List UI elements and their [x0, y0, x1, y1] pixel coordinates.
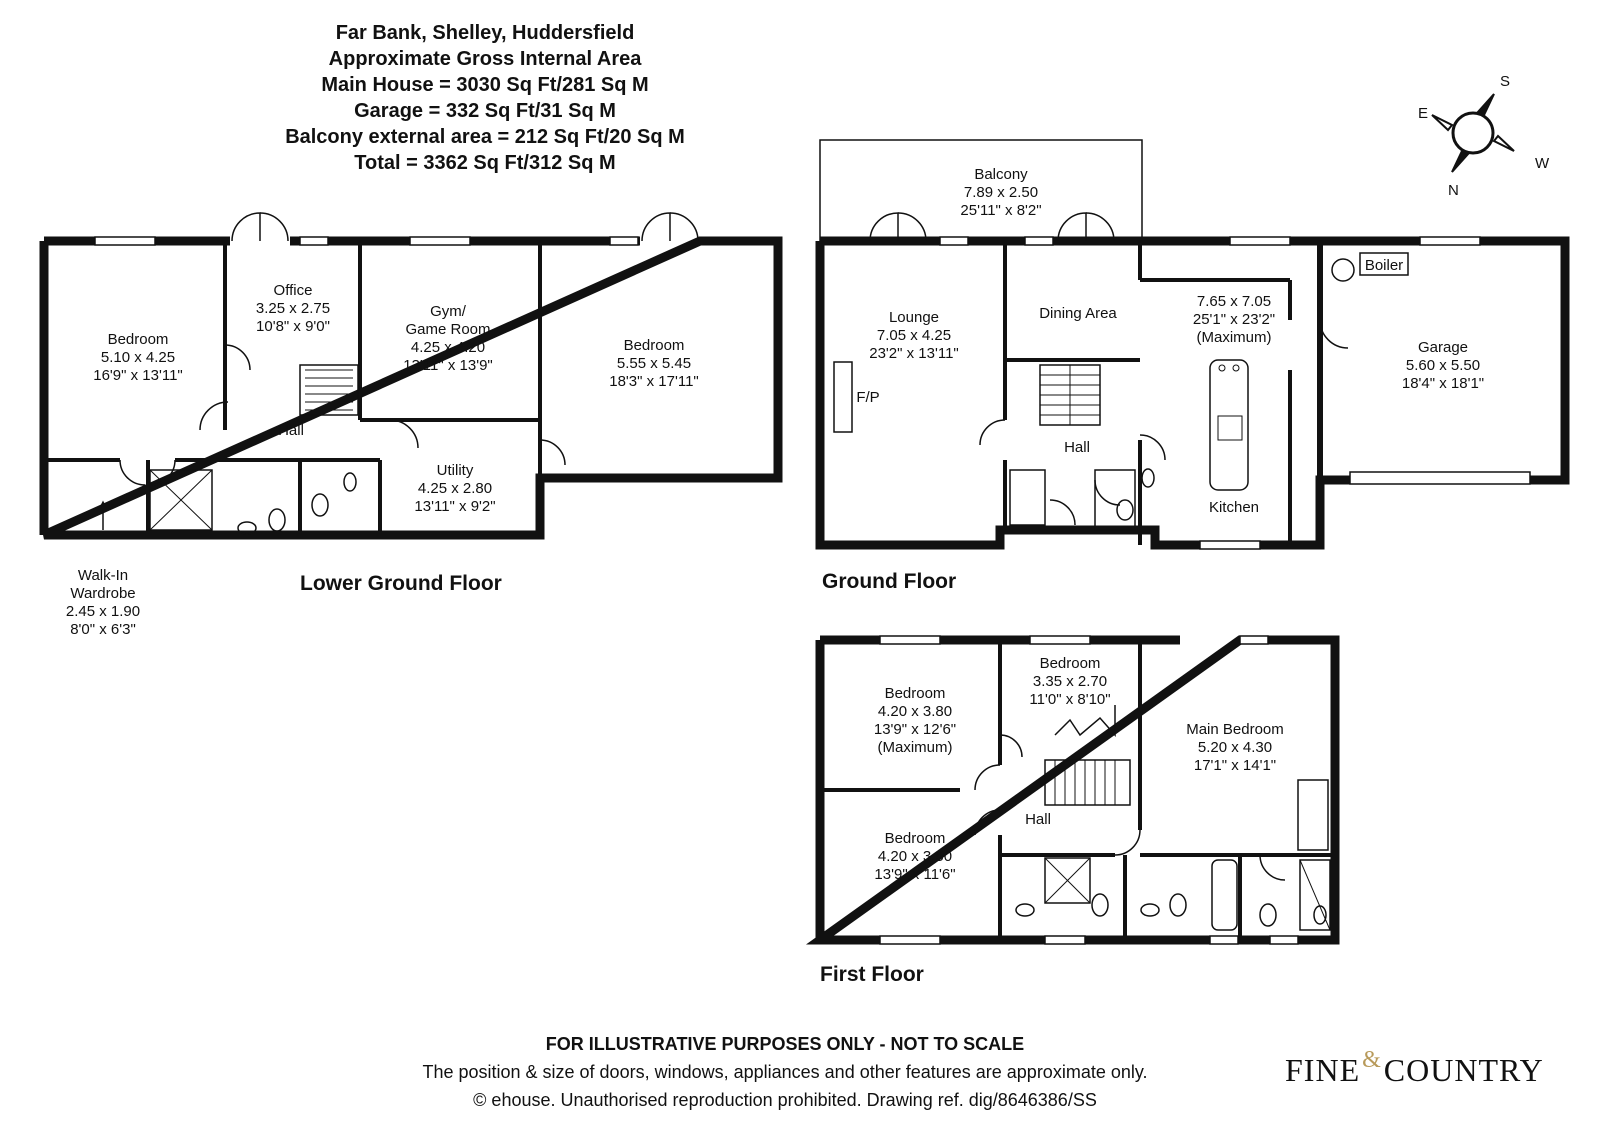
room-label: Bedroom: [624, 337, 685, 354]
room-dims: 5.10 x 4.25: [101, 349, 175, 366]
room-label: Balcony: [974, 166, 1028, 183]
room-dims: 3.35 x 2.70: [1033, 673, 1107, 690]
room-label: Utility: [437, 462, 474, 479]
fine-country-logo: FINE&COUNTRY: [1285, 1047, 1544, 1089]
room-label: Gym/: [430, 303, 467, 320]
room-label: Kitchen: [1209, 499, 1259, 516]
copyright-text: © ehouse. Unauthorised reproduction proh…: [473, 1090, 1097, 1110]
room-dims: 4.25 x 2.80: [418, 480, 492, 497]
room-label: Main Bedroom: [1186, 721, 1284, 738]
floor-label-ground: Ground Floor: [822, 570, 957, 593]
room-dims: 13'9" x 11'6": [874, 866, 955, 883]
disclaimer: FOR ILLUSTRATIVE PURPOSES ONLY - NOT TO …: [340, 1030, 1230, 1114]
room-dims: 16'9" x 13'11": [93, 367, 183, 384]
room-label: Lounge: [889, 309, 939, 326]
room-dims: 10'8" x 9'0": [256, 318, 330, 335]
room-dims: 23'2" x 13'11": [869, 345, 959, 362]
room-label: Garage: [1418, 339, 1468, 356]
room-dims: 13'11" x 9'2": [414, 498, 495, 515]
room-dims: 4.20 x 3.50: [878, 848, 952, 865]
floor-label-first: First Floor: [820, 963, 924, 986]
room-label: Boiler: [1365, 257, 1403, 274]
room-label: Dining Area: [1039, 305, 1117, 322]
floor-label-lower-ground: Lower Ground Floor: [300, 572, 502, 595]
compass-east: E: [1418, 105, 1428, 122]
logo-word-country: COUNTRY: [1383, 1052, 1544, 1088]
logo-ampersand: &: [1362, 1047, 1382, 1073]
room-label: Hall: [278, 422, 304, 439]
property-address: Far Bank, Shelley, Huddersfield: [335, 22, 635, 44]
compass-south: S: [1500, 73, 1510, 90]
area-summary: Far Bank, Shelley, Huddersfield Approxim…: [250, 20, 720, 176]
balcony-area: Balcony external area = 212 Sq Ft/20 Sq …: [285, 126, 685, 148]
first-floor-plan: [805, 635, 1340, 945]
area-heading: Approximate Gross Internal Area: [328, 48, 642, 70]
room-dims: 18'4" x 18'1": [1402, 375, 1484, 392]
compass-rose: [1431, 93, 1515, 173]
room-dims: 5.60 x 5.50: [1406, 357, 1480, 374]
room-dims: 25'11" x 8'2": [960, 202, 1041, 219]
room-dims: 25'1" x 23'2": [1193, 311, 1275, 328]
disclaimer-text: The position & size of doors, windows, a…: [422, 1062, 1148, 1082]
room-label: Wardrobe: [70, 585, 135, 602]
total-area: Total = 3362 Sq Ft/312 Sq M: [354, 152, 616, 174]
room-dims: 17'1" x 14'1": [1194, 757, 1276, 774]
logo-word-fine: FINE: [1285, 1052, 1361, 1088]
room-dims: 7.89 x 2.50: [964, 184, 1038, 201]
lower-ground-floor-plan: [39, 212, 783, 540]
room-dims: 5.20 x 4.30: [1198, 739, 1272, 756]
compass-west: W: [1535, 155, 1550, 172]
room-dims: 7.05 x 4.25: [877, 327, 951, 344]
room-label: Bedroom: [1040, 655, 1101, 672]
room-dims: 3.25 x 2.75: [256, 300, 330, 317]
room-label: Walk-In: [78, 567, 128, 584]
room-dims: 8'0" x 6'3": [70, 621, 136, 638]
room-dims: (Maximum): [878, 739, 953, 756]
room-dims: 13'9" x 12'6": [874, 721, 956, 738]
room-dims: 7.65 x 7.05: [1197, 293, 1271, 310]
main-house-area: Main House = 3030 Sq Ft/281 Sq M: [321, 74, 649, 96]
room-label: Game Room: [405, 321, 490, 338]
room-dims: 13'11" x 13'9": [403, 357, 493, 374]
room-dims: 2.45 x 1.90: [66, 603, 140, 620]
room-label: Bedroom: [108, 331, 169, 348]
room-label: Office: [274, 282, 313, 299]
garage-area: Garage = 332 Sq Ft/31 Sq M: [354, 100, 616, 122]
room-label: Hall: [1064, 439, 1090, 456]
compass-north: N: [1448, 182, 1459, 199]
room-dims: 18'3" x 17'11": [609, 373, 699, 390]
room-label: F/P: [856, 389, 879, 406]
room-dims: 4.20 x 3.80: [878, 703, 952, 720]
ground-floor-plan: [815, 139, 1570, 550]
room-label: Bedroom: [885, 685, 946, 702]
room-dims: (Maximum): [1197, 329, 1272, 346]
room-label: Bedroom: [885, 830, 946, 847]
room-dims: 4.25 x 4.20: [411, 339, 485, 356]
disclaimer-heading: FOR ILLUSTRATIVE PURPOSES ONLY - NOT TO …: [545, 1034, 1025, 1054]
room-label: Hall: [1025, 811, 1051, 828]
room-dims: 5.55 x 5.45: [617, 355, 691, 372]
room-dims: 11'0" x 8'10": [1029, 691, 1110, 708]
